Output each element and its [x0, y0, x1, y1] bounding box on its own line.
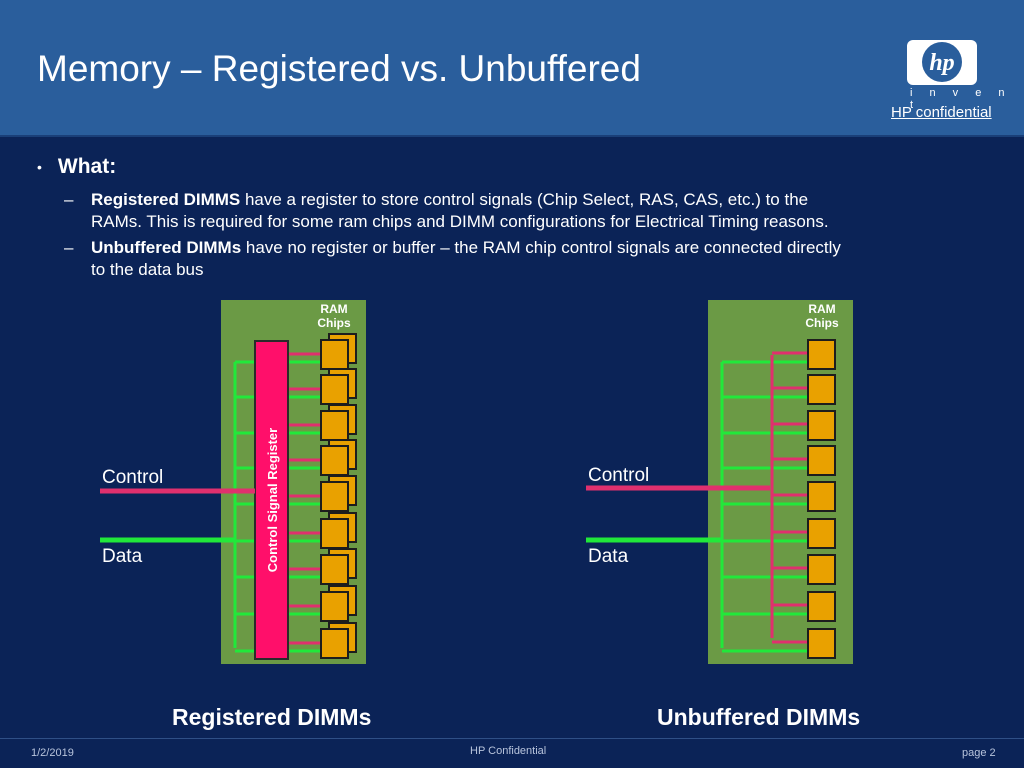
- dimm-diagram: RAM Chips Control Signal Register Contro…: [100, 300, 853, 664]
- footer-divider: [0, 738, 1024, 739]
- unbuffered-ram-label-2: Chips: [805, 316, 839, 330]
- control-signal-register: [254, 340, 289, 660]
- footer-confidential: HP Confidential: [470, 745, 547, 757]
- footer-date: 1/2/2019: [31, 747, 74, 759]
- ram-chip: [320, 481, 349, 512]
- ram-chip: [807, 339, 836, 370]
- ram-chip: [320, 445, 349, 476]
- ram-chip: [807, 445, 836, 476]
- ram-chip: [320, 410, 349, 441]
- content-area: [0, 137, 1024, 737]
- footer-page-number: page 2: [962, 747, 996, 759]
- registered-data-label: Data: [102, 546, 143, 567]
- unbuffered-ram-chips: [807, 339, 836, 659]
- unbuffered-data-lines: [720, 360, 810, 653]
- registered-control-label: Control: [102, 467, 163, 488]
- ram-chip: [320, 591, 349, 622]
- unbuffered-caption: Unbuffered DIMMs: [657, 704, 861, 730]
- unbuffered-control-lines: [770, 351, 808, 644]
- unbuffered-ram-label-1: RAM: [808, 302, 835, 316]
- registered-caption: Registered DIMMs: [172, 704, 372, 730]
- ram-chip: [807, 518, 836, 549]
- registered-ram-label-1: RAM: [320, 302, 347, 316]
- bullet-what: •What:: [37, 155, 117, 178]
- list-item-registered: – Registered DIMMS have a register to st…: [64, 190, 829, 231]
- confidential-link[interactable]: HP confidential: [891, 104, 992, 121]
- registered-ram-label-2: Chips: [317, 316, 351, 330]
- ram-chip: [320, 628, 349, 659]
- ram-chip: [807, 628, 836, 659]
- hp-logo: hp: [907, 40, 977, 85]
- ram-chip: [320, 518, 349, 549]
- ram-chip: [320, 554, 349, 585]
- logo-tagline: i n v e n t: [910, 87, 1012, 111]
- list-item-unbuffered: – Unbuffered DIMMs have no register or b…: [64, 238, 841, 279]
- ram-chip: [320, 374, 349, 405]
- registered-ram-chips: [320, 333, 357, 659]
- unbuffered-control-label: Control: [588, 465, 649, 486]
- ram-chip: [807, 374, 836, 405]
- ram-chip: [807, 410, 836, 441]
- ram-chip: [807, 481, 836, 512]
- header-bar: [0, 0, 1024, 137]
- slide-title: Memory – Registered vs. Unbuffered: [37, 48, 641, 89]
- logo-text: hp: [929, 50, 954, 76]
- ram-chip: [320, 339, 349, 370]
- ram-chip: [807, 554, 836, 585]
- unbuffered-data-label: Data: [588, 546, 629, 567]
- ram-chip: [807, 591, 836, 622]
- register-label: Control Signal Register: [265, 428, 280, 572]
